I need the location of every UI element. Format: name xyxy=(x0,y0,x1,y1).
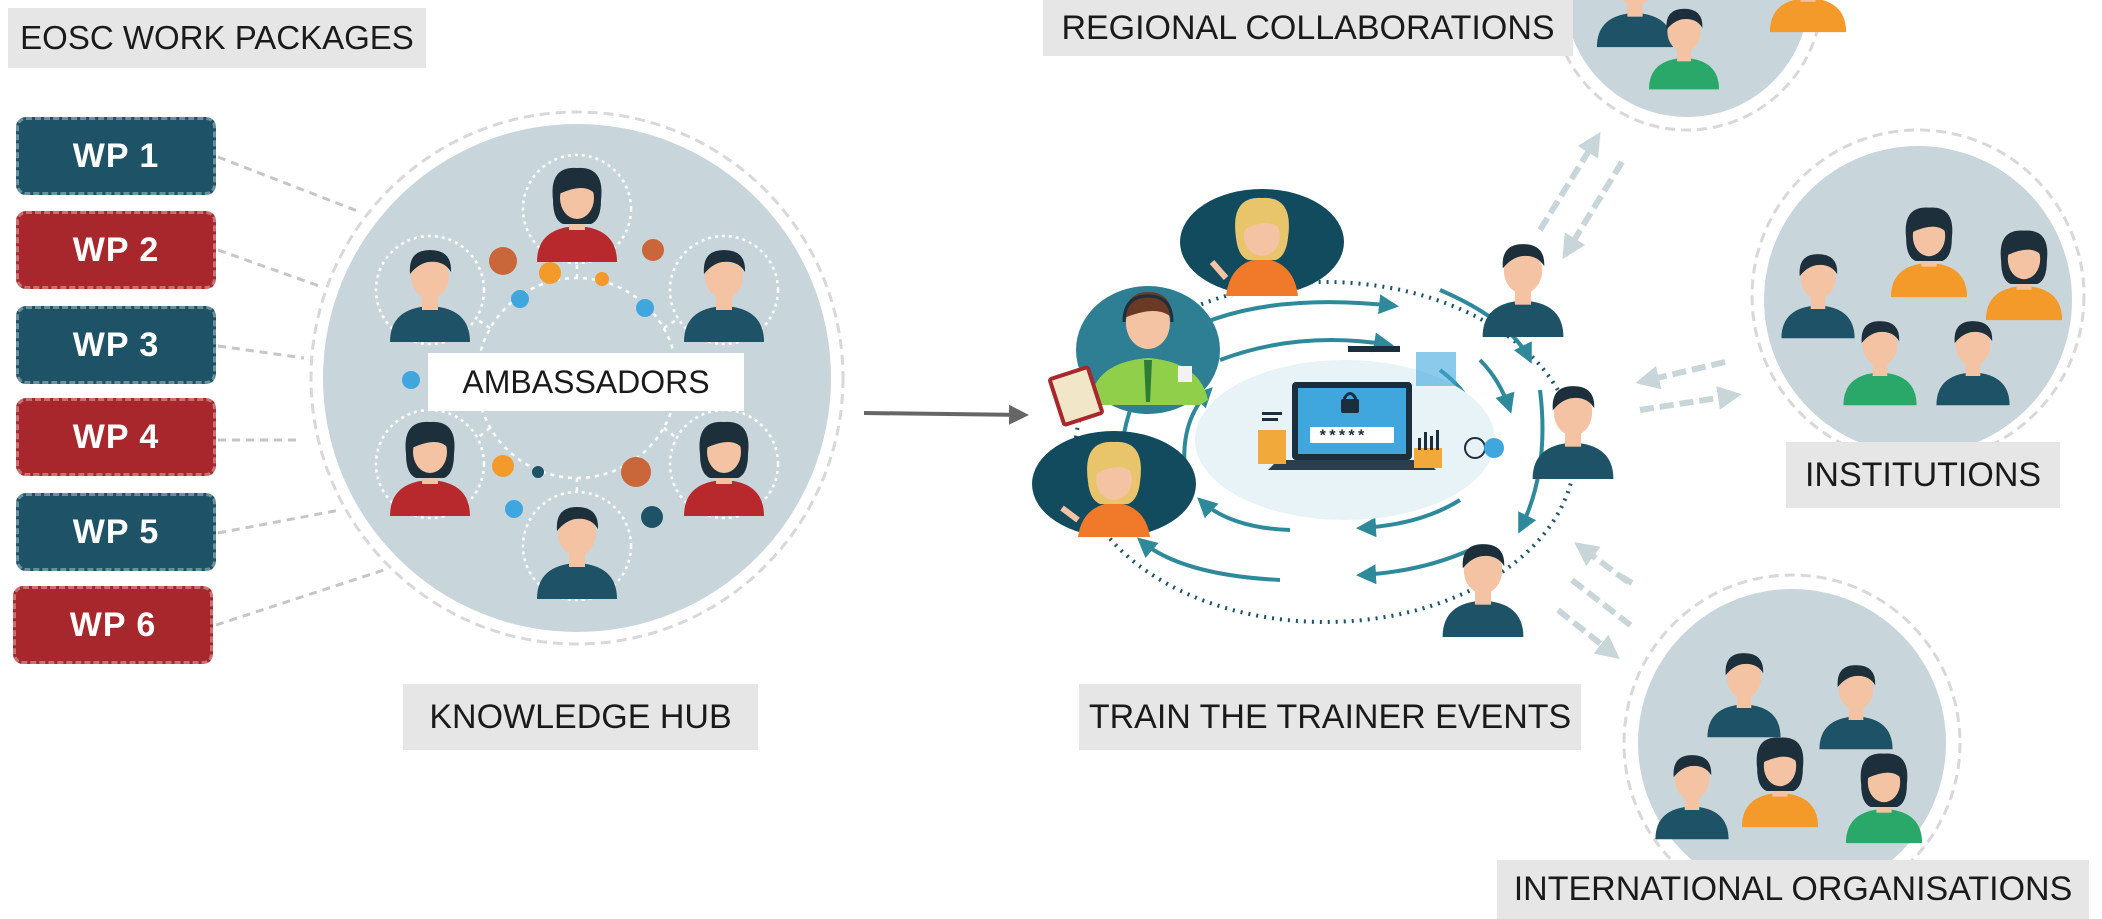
wp-3-box: WP 3 xyxy=(16,306,216,384)
trainer-female-top-icon xyxy=(1180,189,1344,296)
trainee-2-icon xyxy=(1532,386,1614,479)
password-text: ***** xyxy=(1318,428,1366,446)
wp-5-box: WP 5 xyxy=(16,493,216,571)
wp-connector-lines xyxy=(215,155,385,627)
wp-4-box: WP 4 xyxy=(16,398,216,476)
hub-dots xyxy=(402,239,664,528)
knowledge-hub-caption: KNOWLEDGE HUB xyxy=(403,684,758,750)
page-title: EOSC WORK PACKAGES xyxy=(8,8,426,68)
institutions-label: INSTITUTIONS xyxy=(1786,442,2060,508)
wp-6-box: WP 6 xyxy=(13,586,213,664)
regional-collaborations-label: REGIONAL COLLABORATIONS xyxy=(1043,0,1573,56)
regional-group xyxy=(1550,0,1847,132)
group-exchange-arrows xyxy=(1537,131,1742,659)
wp-1-box: WP 1 xyxy=(16,117,216,195)
wp-2-box: WP 2 xyxy=(16,211,216,289)
institutions-group xyxy=(1750,128,2086,464)
trainee-1-icon xyxy=(1482,244,1564,337)
ambassadors-label: AMBASSADORS xyxy=(462,363,710,400)
trainer-icon xyxy=(1048,286,1220,427)
trainer-cycle: ***** xyxy=(1032,189,1614,637)
international-organisations-label: INTERNATIONAL ORGANISATIONS xyxy=(1497,860,2089,919)
knowledge-hub-circle xyxy=(309,110,845,646)
trainer-female-bottom-icon xyxy=(1032,431,1196,537)
train-the-trainer-caption: TRAIN THE TRAINER EVENTS xyxy=(1079,684,1581,750)
hub-to-events-arrow xyxy=(863,404,1029,425)
